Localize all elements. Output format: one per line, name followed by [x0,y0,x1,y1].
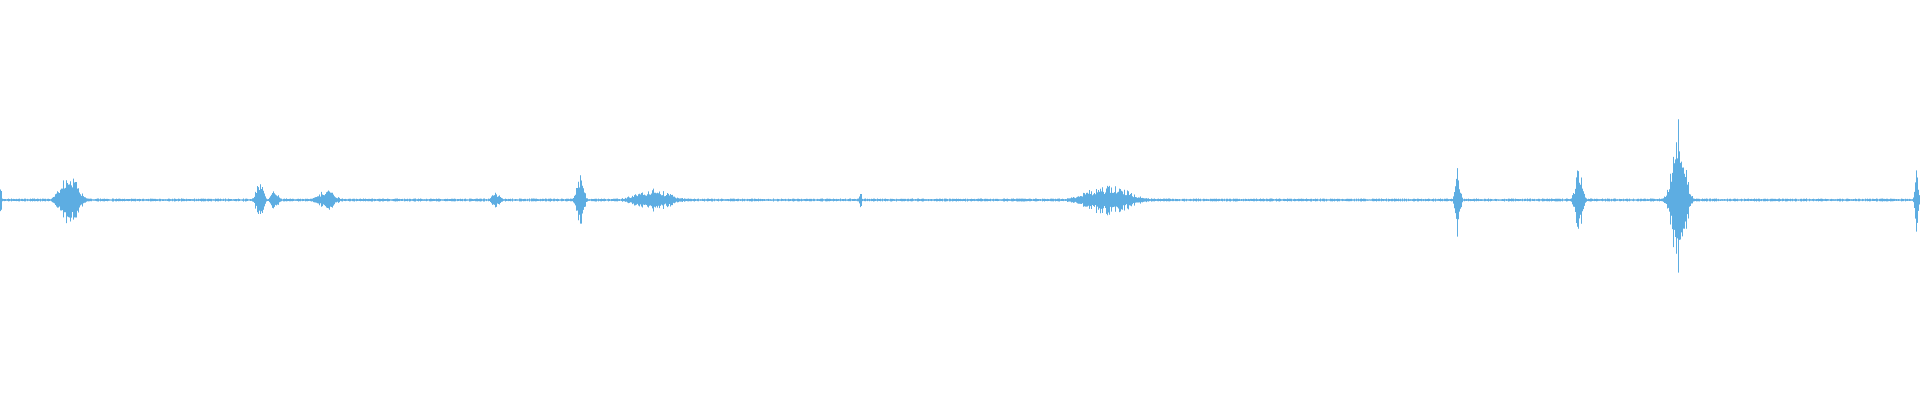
waveform-canvas [0,119,1920,273]
audio-waveform [0,119,1920,273]
